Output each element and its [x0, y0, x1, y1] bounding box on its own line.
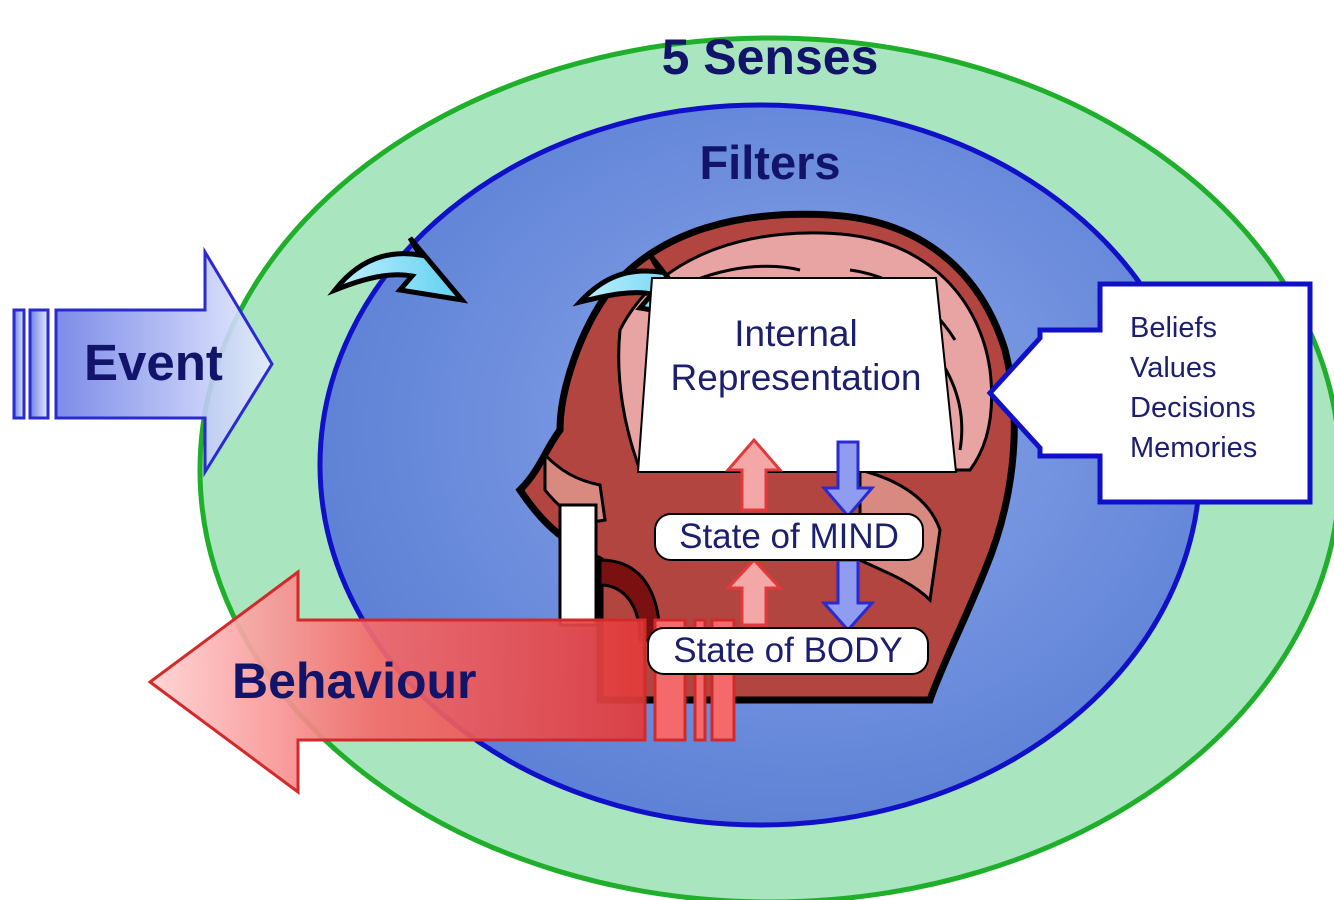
filters-list: Beliefs Values Decisions Memories [1130, 308, 1257, 468]
down-arrow-representation-to-mind [820, 440, 876, 519]
event-label: Event [84, 334, 223, 391]
behaviour-arrow [147, 569, 736, 795]
up-arrow-body-to-mind [724, 557, 784, 627]
filters-input-arrow [986, 281, 1313, 505]
filter-item-values: Values [1130, 352, 1217, 384]
internal-representation-text: Internal Representation [640, 280, 952, 470]
state-of-mind-pill [654, 513, 924, 561]
internal-representation-line-2: Representation [670, 357, 922, 398]
state-of-mind-label: State of MIND [679, 517, 899, 556]
filters-title: Filters [699, 136, 841, 189]
internal-representation-box [636, 277, 958, 473]
internal-representation-line-1: Internal [734, 313, 858, 354]
filter-item-beliefs: Beliefs [1130, 312, 1218, 344]
curved-arrow-senses [327, 236, 469, 304]
event-arrow [12, 246, 274, 478]
down-arrow-mind-to-body [820, 558, 876, 633]
up-arrow-mind-to-representation [724, 437, 784, 512]
filter-item-decisions: Decisions [1130, 392, 1256, 424]
behaviour-label: Behaviour [232, 653, 477, 709]
filter-item-memories: Memories [1130, 432, 1258, 464]
state-of-body-pill [647, 627, 929, 675]
state-of-body-label: State of BODY [673, 631, 903, 670]
five-senses-title: 5 Senses [661, 29, 879, 85]
